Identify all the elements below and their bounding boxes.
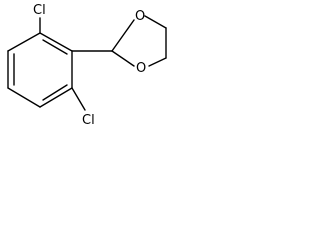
dioxolane-bond-4 bbox=[148, 57, 167, 67]
substituent-bonds bbox=[39, 17, 113, 111]
dioxolane-bond-2 bbox=[144, 15, 167, 29]
dioxolane-bond-1 bbox=[111, 19, 135, 52]
ring-bond-6 bbox=[7, 32, 41, 52]
benzene-ring bbox=[7, 32, 73, 108]
bond-to-cl-bottom bbox=[71, 87, 86, 111]
atom-cl-bottom: Cl bbox=[82, 113, 95, 128]
atom-o-top: O bbox=[135, 9, 145, 24]
dioxolane-ring bbox=[111, 15, 167, 67]
atom-cl-top: Cl bbox=[33, 3, 46, 18]
atom-o-bottom: O bbox=[136, 61, 146, 76]
ring-bond-4 bbox=[7, 87, 41, 108]
ring-bond-1 bbox=[39, 32, 73, 52]
dioxolane-bond-5 bbox=[111, 50, 135, 67]
ring-inner-bond-2 bbox=[42, 84, 68, 101]
structure-diagram: Cl Cl O O bbox=[7, 3, 167, 128]
ring-bond-3 bbox=[39, 87, 73, 108]
ring-inner-bond-1 bbox=[42, 39, 68, 55]
